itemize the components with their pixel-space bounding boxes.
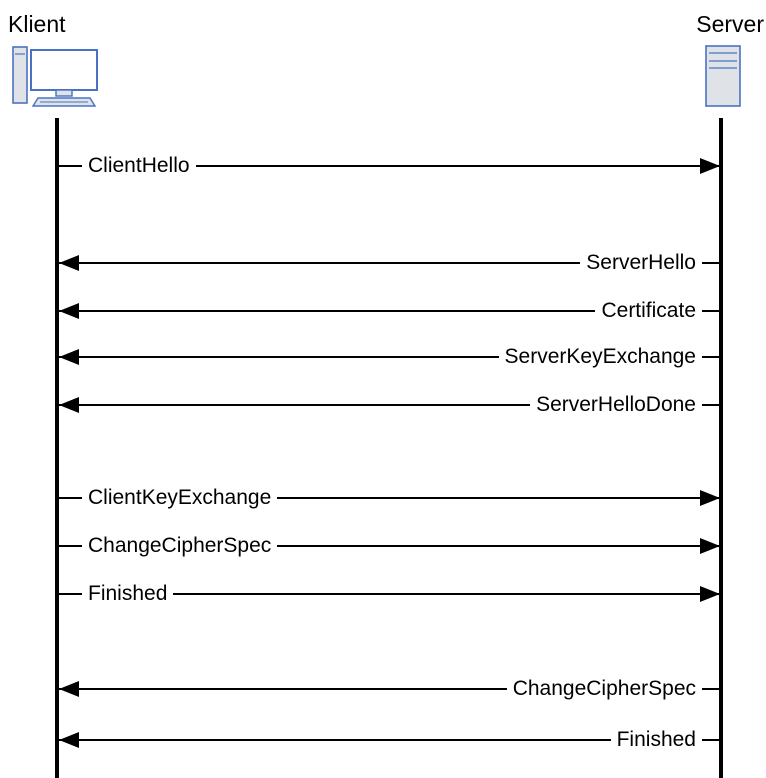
client-label: Klient bbox=[8, 11, 66, 37]
arrowhead-left-icon bbox=[59, 255, 79, 271]
arrowhead-right-icon bbox=[700, 490, 720, 506]
message-label: ServerHelloDone bbox=[530, 390, 702, 420]
client-lifeline bbox=[55, 118, 59, 778]
message-label: Finished bbox=[82, 579, 174, 609]
message-arrow-line bbox=[57, 497, 721, 499]
arrowhead-left-icon bbox=[59, 681, 79, 697]
message-arrow-line bbox=[57, 356, 721, 358]
message-label: ChangeCipherSpec bbox=[506, 674, 702, 704]
arrowhead-right-icon bbox=[700, 538, 720, 554]
message-arrow-line bbox=[57, 545, 721, 547]
message-label: Finished bbox=[610, 725, 702, 755]
arrowhead-right-icon bbox=[700, 586, 720, 602]
arrowhead-left-icon bbox=[59, 349, 79, 365]
arrowhead-left-icon bbox=[59, 732, 79, 748]
message-arrow-line bbox=[57, 593, 721, 595]
message-arrow-line bbox=[57, 739, 721, 741]
message-label: ChangeCipherSpec bbox=[82, 531, 278, 561]
message-arrow-line bbox=[57, 404, 721, 406]
message-label: ServerKeyExchange bbox=[498, 342, 702, 372]
message-arrow-line bbox=[57, 262, 721, 264]
server-lifeline bbox=[719, 118, 723, 778]
server-label: Server bbox=[696, 11, 764, 37]
message-label: ClientKeyExchange bbox=[82, 483, 278, 513]
server-tower-icon bbox=[705, 45, 741, 107]
message-label: ServerHello bbox=[580, 248, 702, 278]
message-label: ClientHello bbox=[82, 151, 196, 181]
desktop-computer-icon bbox=[12, 46, 98, 107]
arrowhead-left-icon bbox=[59, 303, 79, 319]
arrowhead-right-icon bbox=[700, 158, 720, 174]
arrowhead-left-icon bbox=[59, 397, 79, 413]
message-arrow-line bbox=[57, 165, 721, 167]
message-label: Certificate bbox=[595, 296, 702, 326]
message-arrow-line bbox=[57, 688, 721, 690]
message-arrow-line bbox=[57, 310, 721, 312]
